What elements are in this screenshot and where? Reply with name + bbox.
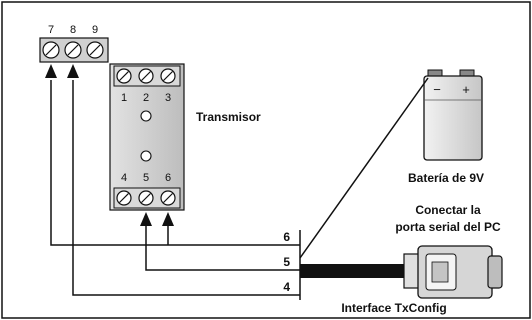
screw-terminal-icon [138, 190, 154, 206]
battery-minus-sign: − [433, 82, 441, 97]
screw-terminal-icon [160, 68, 176, 84]
adjust-hole-icon [140, 110, 152, 122]
arrow-up-icon [67, 64, 79, 78]
arrow-up-icon [45, 64, 57, 78]
battery-label: Batería de 9V [408, 171, 484, 185]
screw-terminal-icon [64, 41, 82, 59]
terminal-3-label: 3 [165, 92, 171, 104]
terminal-9-label: 9 [92, 24, 98, 36]
interface-cable [300, 264, 410, 278]
screw-terminal-icon [116, 68, 132, 84]
arrow-up-icon [162, 212, 174, 226]
battery-plus-sign: + [462, 82, 470, 97]
arrow-up-icon [140, 212, 152, 226]
terminal-2-label: 2 [143, 92, 149, 104]
connect-pc-label-line1: Conectar la [415, 203, 481, 217]
battery-9v-icon: − + [423, 69, 483, 161]
terminal-8-label: 8 [70, 24, 76, 36]
wiring [50, 77, 429, 300]
wire-4-label: 4 [283, 280, 290, 294]
connect-pc-label-line2: porta serial del PC [395, 220, 501, 234]
terminal-4-label: 4 [121, 172, 127, 184]
screw-terminal-icon [116, 190, 132, 206]
transmitter-module: 1 2 3 4 5 6 [109, 63, 185, 211]
screw-terminal-icon [138, 68, 154, 84]
wire-6-label: 6 [283, 230, 290, 244]
terminal-5-label: 5 [143, 172, 149, 184]
terminal-1-label: 1 [121, 92, 127, 104]
screw-terminal-icon [86, 41, 104, 59]
screw-terminal-icon [160, 190, 176, 206]
serial-connector-icon [403, 245, 503, 299]
wire-5-label: 5 [283, 255, 290, 269]
terminal-7-label: 7 [48, 24, 54, 36]
interface-label: Interface TxConfig [341, 301, 446, 315]
external-terminal-block: 7 8 9 [39, 24, 109, 63]
terminal-6-label: 6 [165, 172, 171, 184]
transmitter-label: Transmisor [196, 110, 261, 124]
adjust-hole-icon [140, 150, 152, 162]
screw-terminal-icon [42, 41, 60, 59]
